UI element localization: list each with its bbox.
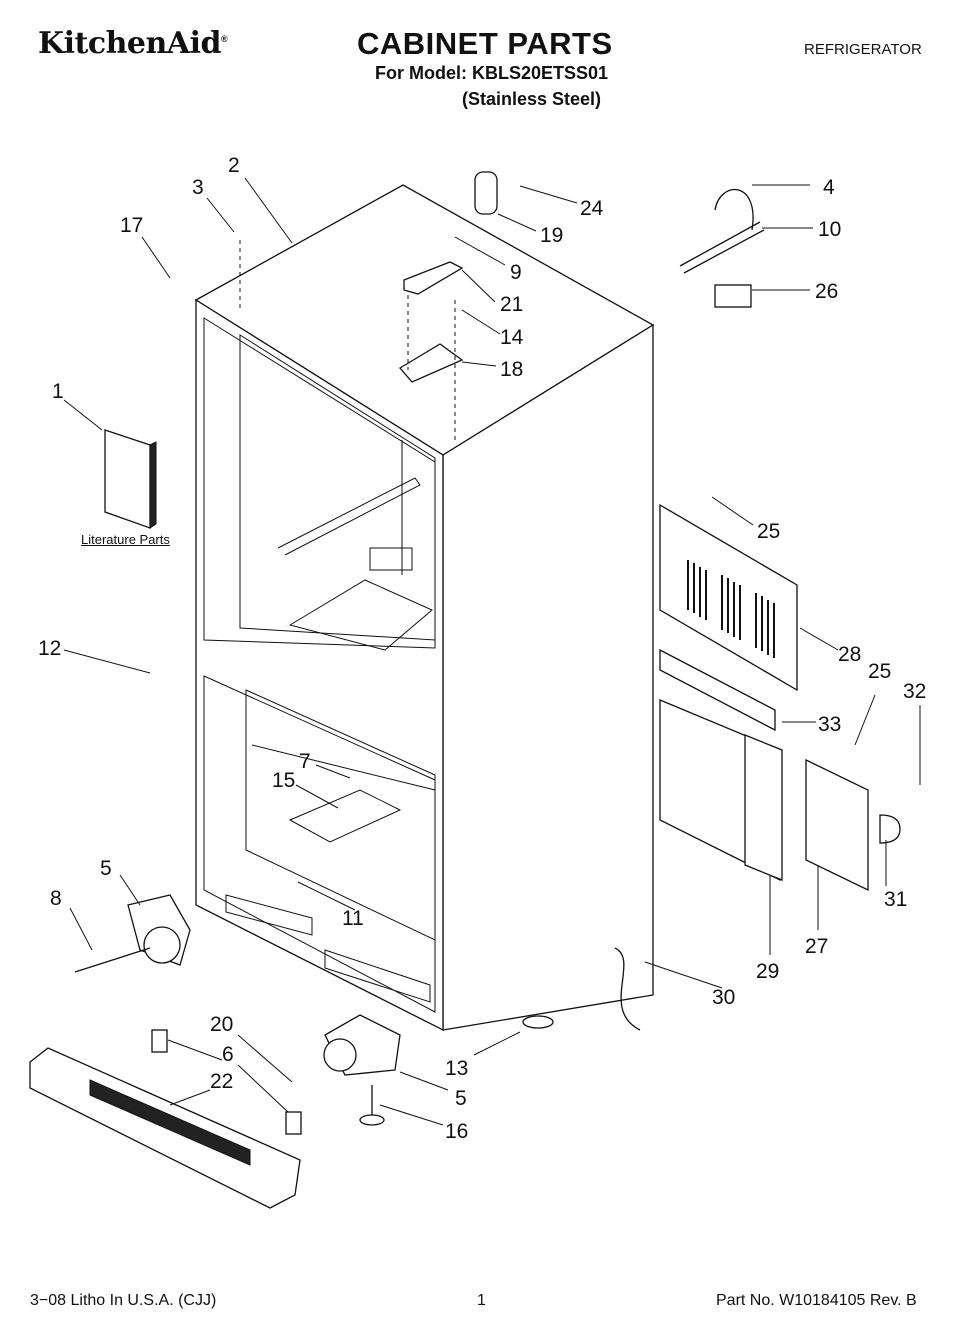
literature-parts-link[interactable]: Literature Parts bbox=[81, 532, 170, 547]
callout-5-left: 5 bbox=[100, 857, 112, 880]
callout-9: 9 bbox=[510, 261, 522, 284]
callout-5-right: 5 bbox=[455, 1087, 467, 1110]
callout-numbers: 1 2 3 4 5 5 6 7 8 9 10 11 12 13 14 15 16… bbox=[38, 154, 926, 1143]
callout-29: 29 bbox=[756, 960, 779, 983]
top-hinge-assembly bbox=[239, 171, 498, 440]
footer-page-number: 1 bbox=[477, 1292, 486, 1309]
model-number: For Model: KBLS20ETSS01 bbox=[375, 63, 609, 83]
callout-33: 33 bbox=[818, 713, 841, 736]
callout-24: 24 bbox=[580, 197, 604, 220]
callout-17: 17 bbox=[120, 214, 143, 237]
cabinet bbox=[194, 184, 655, 1032]
callout-10: 10 bbox=[818, 218, 841, 241]
callout-25-upper: 25 bbox=[757, 520, 780, 543]
callout-7: 7 bbox=[299, 750, 311, 773]
water-tube-assembly bbox=[679, 188, 765, 308]
callout-6: 6 bbox=[222, 1043, 234, 1066]
callout-19: 19 bbox=[540, 224, 563, 247]
brand-logo: KitchenAid® bbox=[38, 26, 228, 61]
callout-20: 20 bbox=[210, 1013, 233, 1036]
callout-21: 21 bbox=[500, 293, 523, 316]
callout-22: 22 bbox=[210, 1070, 233, 1093]
callout-leaders bbox=[63, 177, 921, 1126]
callout-14: 14 bbox=[500, 326, 524, 349]
callout-2: 2 bbox=[228, 154, 240, 177]
rear-access-cover bbox=[522, 503, 901, 1031]
callout-18: 18 bbox=[500, 358, 523, 381]
callout-26: 26 bbox=[815, 280, 838, 303]
roller-assemblies bbox=[74, 894, 401, 1126]
callout-4: 4 bbox=[823, 176, 835, 199]
document-type: REFRIGERATOR bbox=[804, 41, 922, 58]
callout-13: 13 bbox=[445, 1057, 468, 1080]
callout-16: 16 bbox=[445, 1120, 468, 1143]
callout-27: 27 bbox=[805, 935, 828, 958]
footer-part-number: Part No. W10184105 Rev. B bbox=[716, 1292, 917, 1309]
page-title: CABINET PARTS bbox=[357, 26, 613, 61]
callout-25-lower: 25 bbox=[868, 660, 891, 683]
callout-12: 12 bbox=[38, 637, 61, 660]
callout-31: 31 bbox=[884, 888, 907, 911]
callout-8: 8 bbox=[50, 887, 62, 910]
callout-30: 30 bbox=[712, 986, 735, 1009]
callout-3: 3 bbox=[192, 176, 204, 199]
callout-28: 28 bbox=[838, 643, 861, 666]
callout-1: 1 bbox=[52, 380, 64, 403]
model-variant: (Stainless Steel) bbox=[462, 89, 602, 109]
callout-15: 15 bbox=[272, 769, 295, 792]
footer-print-info: 3−08 Litho In U.S.A. (CJJ) bbox=[30, 1292, 217, 1309]
toe-grille bbox=[29, 1029, 302, 1209]
callout-32: 32 bbox=[903, 680, 926, 703]
callout-11: 11 bbox=[342, 907, 364, 930]
literature-book bbox=[104, 429, 151, 529]
